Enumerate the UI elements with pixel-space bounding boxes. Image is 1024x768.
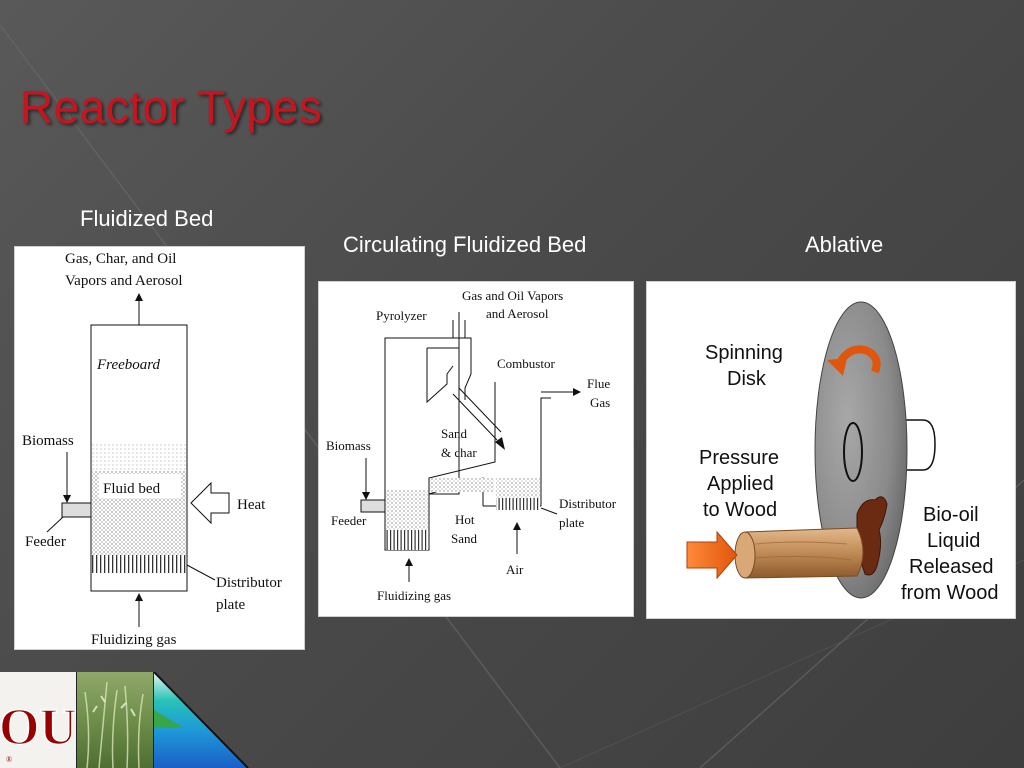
cfb-hot-label-1: Hot <box>455 512 475 527</box>
wood-log-end <box>734 531 756 579</box>
footer-strip: OU ® <box>0 672 250 768</box>
fluidized-bed-diagram: Gas, Char, and Oil Vapors and Aerosol Fr… <box>14 246 305 650</box>
ou-logo-letters: OU <box>0 699 76 756</box>
caption-circulating-fluidized-bed: Circulating Fluidized Bed <box>343 232 587 257</box>
disk-hole <box>843 422 863 482</box>
ou-logo-tile: OU ® <box>0 672 77 768</box>
ablative-biooil-label-1: Bio-oil <box>923 504 979 526</box>
caption-fluidized-bed: Fluidized Bed <box>80 206 214 231</box>
gradient-tile <box>154 672 250 768</box>
fb-fluid-bed-label: Fluid bed <box>103 481 161 497</box>
fb-fluidizing-gas-label: Fluidizing gas <box>91 632 177 648</box>
cfb-pyrolyzer-label: Pyrolyzer <box>376 308 427 323</box>
grass-photo <box>84 681 144 768</box>
cfb-flue-label-1: Flue <box>587 376 610 391</box>
ablative-svg: Spinning Disk Pressure Applied to Wood B… <box>686 301 998 604</box>
fb-distributor <box>92 555 186 573</box>
grass-photo-tile <box>77 672 154 768</box>
cfb-distributor-label-2: plate <box>559 515 584 530</box>
ablative-biooil-label-2: Liquid <box>927 530 980 552</box>
fb-freeboard-label: Freeboard <box>96 357 161 373</box>
cfb-fluidizing-gas-label: Fluidizing gas <box>377 588 451 603</box>
cfb-distributor-label-1: Distributor <box>559 496 617 511</box>
cfb-air-label: Air <box>506 562 524 577</box>
circulating-bed-svg: Gas and Oil Vapors and Aerosol Pyrolyzer… <box>326 288 617 603</box>
cfb-gas-label-2: and Aerosol <box>486 306 549 321</box>
fb-feeder-label: Feeder <box>25 534 66 550</box>
ablative-biooil-label-3: Released <box>909 556 994 578</box>
gradient-triangle <box>154 672 249 768</box>
ablative-pressure-label-3: to Wood <box>703 499 777 521</box>
cfb-flue-label-2: Gas <box>590 395 610 410</box>
bio-oil-blob <box>856 496 888 576</box>
ou-logo-mark: ® <box>6 755 12 764</box>
fb-distributor-label-2: plate <box>216 597 245 613</box>
slide-title: Reactor Types <box>20 81 323 133</box>
cfb-feeder-label: Feeder <box>331 513 367 528</box>
rotation-arrow-icon <box>833 345 881 374</box>
fb-heat-label: Heat <box>237 497 266 513</box>
cfb-sand-label-2: & char <box>441 445 477 460</box>
ablative-diagram: Spinning Disk Pressure Applied to Wood B… <box>646 281 1016 619</box>
pressure-arrow-icon <box>686 530 738 580</box>
ablative-shaft <box>905 419 936 471</box>
caption-ablative: Ablative <box>805 232 884 257</box>
fluidized-bed-svg: Gas, Char, and Oil Vapors and Aerosol Fr… <box>22 251 282 648</box>
ablative-biooil-label-4: from Wood <box>901 582 998 604</box>
ablative-spinning-label-1: Spinning <box>705 342 783 364</box>
ou-logo: OU ® <box>0 698 76 764</box>
fb-biomass-label: Biomass <box>22 433 74 449</box>
cfb-combustor-distributor <box>496 498 540 510</box>
cfb-gas-label-1: Gas and Oil Vapors <box>462 288 563 303</box>
ablative-pressure-label-2: Applied <box>707 473 774 495</box>
fb-feeder <box>61 502 92 518</box>
ablative-spinning-label-2: Disk <box>727 368 767 390</box>
cfb-biomass-label: Biomass <box>326 438 371 453</box>
fb-top-label-2: Vapors and Aerosol <box>65 273 182 289</box>
ablative-pressure-label-1: Pressure <box>699 447 779 469</box>
cfb-cyclone <box>426 337 472 404</box>
cfb-pyrolyzer-distributor <box>386 530 428 550</box>
wood-log <box>744 527 864 579</box>
fb-heat-arrow <box>190 481 230 525</box>
cfb-combustor-label: Combustor <box>497 356 555 371</box>
cfb-sand-label-1: Sand <box>441 426 468 441</box>
circulating-fluidized-bed-diagram: Gas and Oil Vapors and Aerosol Pyrolyzer… <box>318 281 634 617</box>
cfb-hot-label-2: Sand <box>451 531 478 546</box>
fb-distributor-label-1: Distributor <box>216 575 282 591</box>
fb-top-label-1: Gas, Char, and Oil <box>65 251 176 267</box>
cfb-feeder <box>360 499 386 513</box>
